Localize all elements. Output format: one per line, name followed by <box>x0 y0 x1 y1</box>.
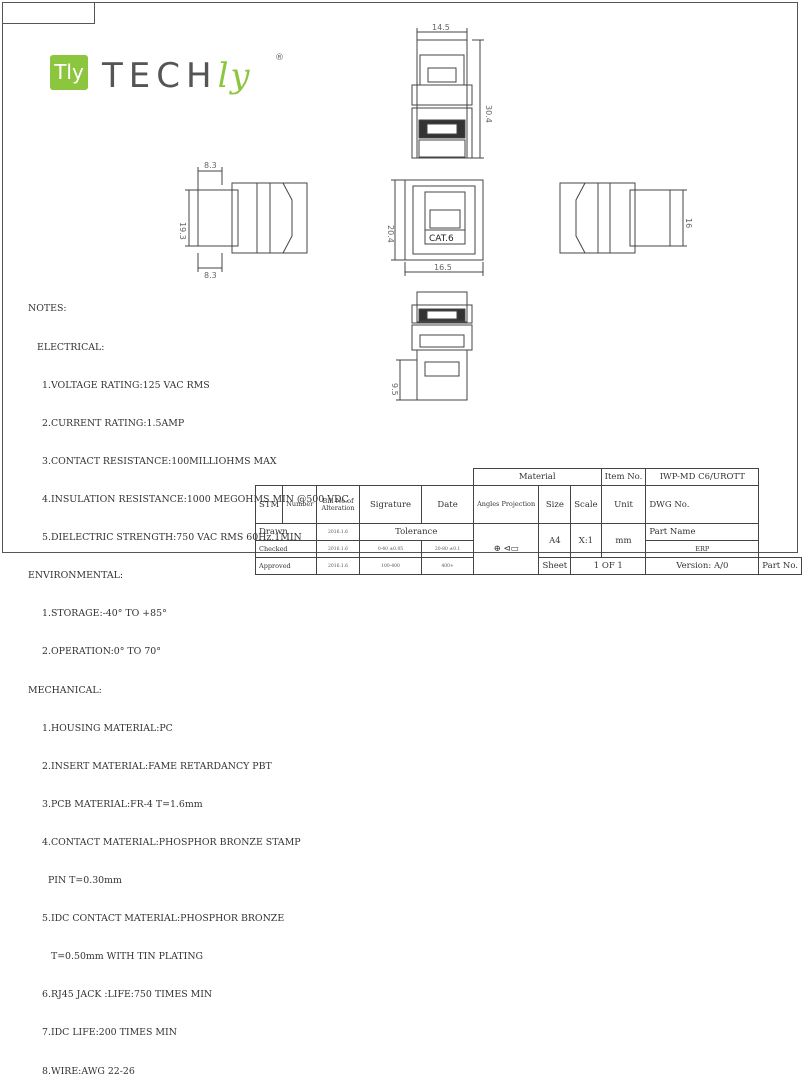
approved-date: 2016.1.6 <box>316 557 360 575</box>
top-view <box>411 39 473 159</box>
electrical-item: 3.CONTACT RESISTANCE:100MILLIOHMS MAX <box>42 455 277 467</box>
stm-label: STM <box>254 485 284 524</box>
item-no-label: Item No. <box>600 468 647 486</box>
right-side-view <box>559 182 671 254</box>
unit-label: Unit <box>600 485 647 524</box>
unit-value: mm <box>600 523 647 558</box>
dim-top-width: 14.5 <box>432 23 450 32</box>
mechanical-item: 5.IDC CONTACT MATERIAL:PHOSPHOR BRONZE <box>42 913 285 925</box>
electrical-item: 2.CURRENT RATING:1.5AMP <box>42 417 185 429</box>
tolerance-e: 400+ <box>421 557 474 575</box>
tolerance-d: 100-400 <box>358 557 423 575</box>
environmental-item: 1.STORAGE:-40° TO +85° <box>42 608 167 620</box>
projection-symbol: ⊕ ⊲▭ <box>472 523 540 575</box>
date-label: Date <box>421 485 474 524</box>
drawn-label: Drawn <box>254 523 318 541</box>
mechanical-item: 2.INSERT MATERIAL:FAME RETARDANCY PBT <box>42 760 272 772</box>
dim-front-height: 20.4 <box>386 225 395 243</box>
front-view <box>404 179 484 261</box>
bottom-view <box>411 291 473 401</box>
mechanical-item: T=0.50mm WITH TIN PLATING <box>42 951 204 963</box>
dim-bottom-height: 9.5 <box>390 383 399 396</box>
notes-block: NOTES: ELECTRICAL: 1.VOLTAGE RATING:125 … <box>28 278 349 1091</box>
mechanical-item: 4.CONTACT MATERIAL:PHOSPHOR BRONZE STAMP <box>42 836 301 848</box>
dimension-labels: 14.5 30.4 8.3 19.3 8.3 20.4 16.5 16 9.5 … <box>178 23 693 396</box>
electrical-title: ELECTRICAL: <box>37 341 105 353</box>
mechanical-item: PIN T=0.30mm <box>42 875 122 887</box>
part-name-label: Part Name <box>645 523 760 541</box>
scale-label: Scale <box>570 485 602 524</box>
drawn-date: 2016.1.6 <box>316 523 360 541</box>
notes-title: NOTES: <box>28 303 67 315</box>
item-no-value: IWP-MD C6/UROTT <box>645 468 760 486</box>
dim-side-top: 8.3 <box>204 161 217 170</box>
number-label: Number <box>282 485 318 524</box>
dim-side-bottom: 8.3 <box>204 271 217 280</box>
logo-badge: Tly <box>50 55 88 90</box>
dim-right-height: 16 <box>684 218 693 228</box>
mechanical-title: MECHANICAL: <box>28 684 102 696</box>
part-no-label: Part No. <box>758 557 802 575</box>
title-block: Material Item No. IWP-MD C6/UROTT STM Nu… <box>254 468 802 575</box>
sheet-label: Sheet <box>538 557 572 575</box>
environmental-item: 2.OPERATION:0° TO 70° <box>42 646 161 658</box>
mechanical-item: 3.PCB MATERIAL:FR-4 T=1.6mm <box>42 798 203 810</box>
tolerance-a: 0-40 ±0.05 <box>358 540 423 558</box>
projection-label: Angles Projection <box>472 485 540 524</box>
signature-label: Sigrature <box>358 485 423 524</box>
registered-mark: ® <box>275 53 284 63</box>
mechanical-item: 1.HOUSING MATERIAL:PC <box>42 722 173 734</box>
mechanical-item: 7.IDC LIFE:200 TIMES MIN <box>42 1027 177 1039</box>
technical-drawing: 14.5 30.4 8.3 19.3 8.3 20.4 16.5 16 9.5 … <box>178 23 693 401</box>
checked-date: 2016.1.6 <box>316 540 360 558</box>
size-label: Size <box>538 485 572 524</box>
scale-value: X:1 <box>570 523 602 558</box>
material-label: Material <box>472 468 602 486</box>
corner-box <box>2 2 95 24</box>
sheet-value: 1 OF 1 <box>570 557 647 575</box>
bill-label: Bill No.of Alteration <box>316 485 360 524</box>
size-value: A4 <box>538 523 572 558</box>
electrical-item: 1.VOLTAGE RATING:125 VAC RMS <box>42 379 210 391</box>
dim-side-height: 19.3 <box>178 222 187 240</box>
dwg-no-label: DWG No. <box>645 485 760 524</box>
erp-label: ERP <box>645 540 760 558</box>
approved-label: Approved <box>254 557 318 575</box>
tolerance-label: Tolerance <box>358 523 474 541</box>
dim-top-height: 30.4 <box>484 105 493 123</box>
version-label: Version: A/0 <box>645 557 760 575</box>
checked-label: Checked <box>254 540 318 558</box>
left-side-view <box>197 182 308 254</box>
tolerance-b: 20-80 ±0.1 <box>421 540 474 558</box>
logo-text: TECHly <box>102 56 252 96</box>
dim-front-width: 16.5 <box>434 263 452 272</box>
mechanical-item: 6.RJ45 JACK :LIFE:750 TIMES MIN <box>42 989 213 1001</box>
mechanical-item: 8.WIRE:AWG 22-26 <box>42 1065 135 1077</box>
cat6-label: CAT.6 <box>429 234 454 244</box>
